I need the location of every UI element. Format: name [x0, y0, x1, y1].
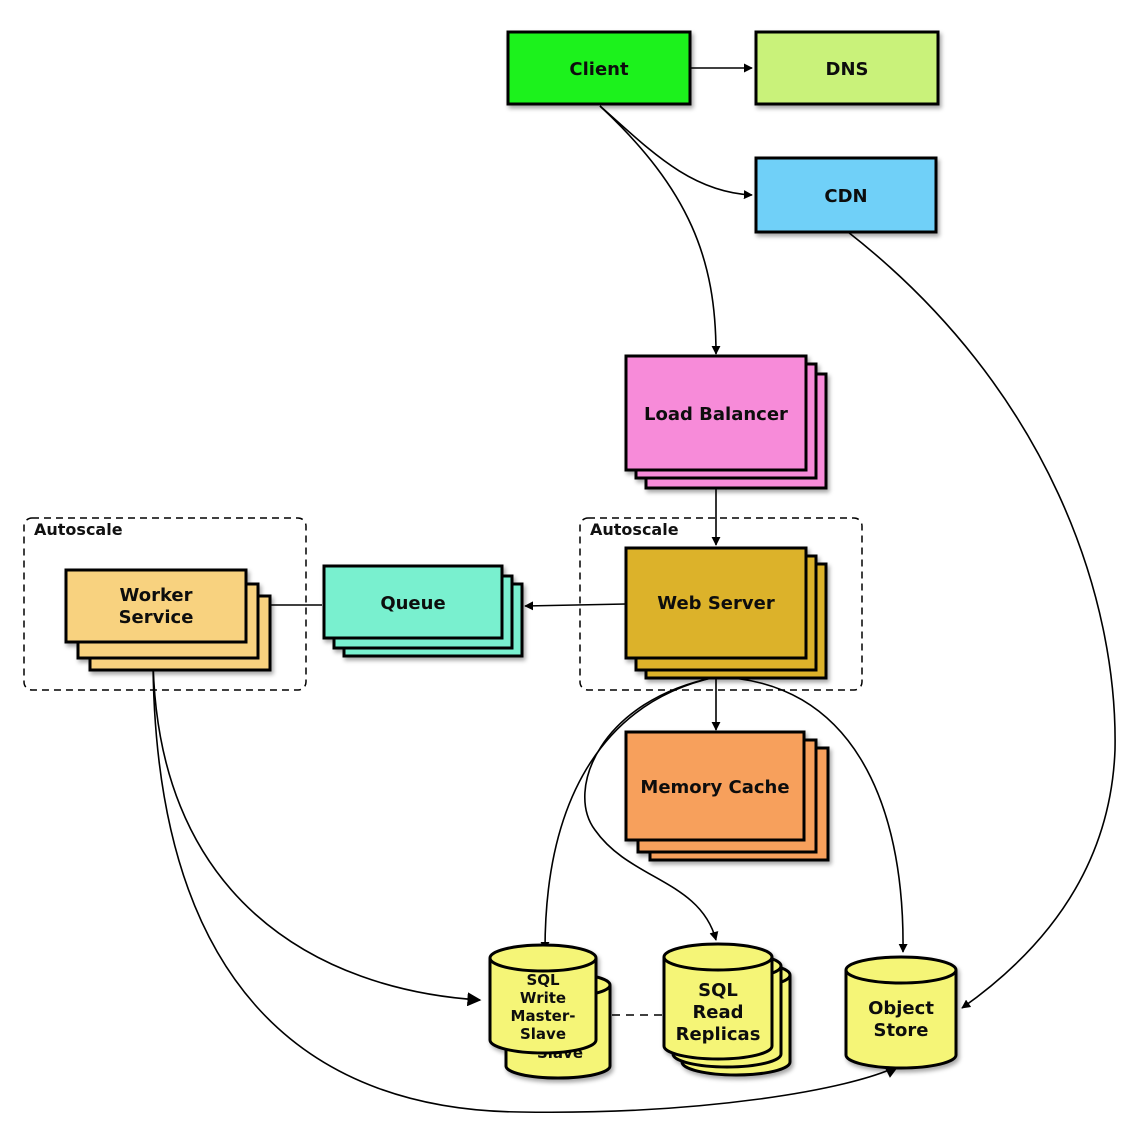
queue-node: Queue: [322, 564, 524, 658]
edge-web-server-sql-write: [540, 676, 717, 951]
queue-label: Queue: [380, 593, 445, 614]
sql-read-label-1: SQL: [698, 980, 738, 1001]
client-label: Client: [569, 59, 629, 80]
memory-cache-node: Memory Cache: [624, 730, 830, 862]
edge-worker-sql-write: [152, 643, 482, 1007]
worker-service-label-2: Service: [119, 607, 194, 628]
load-balancer-label: Load Balancer: [644, 404, 788, 425]
object-store-label-2: Store: [873, 1020, 928, 1041]
cdn-node: CDN: [754, 156, 938, 234]
sql-write-node: Slave SQL Write Master- Slave: [488, 943, 612, 1080]
autoscale-label-left: Autoscale: [34, 520, 123, 539]
web-server-label: Web Server: [657, 593, 775, 614]
dns-label: DNS: [826, 59, 869, 80]
web-server-node: Web Server: [624, 546, 828, 680]
worker-service-node: Worker Service: [64, 568, 272, 672]
edge-client-cdn: [599, 105, 753, 200]
load-balancer-node: Load Balancer: [624, 354, 828, 490]
sql-read-node: SQL Read Replicas: [662, 942, 792, 1077]
autoscale-label-right: Autoscale: [590, 520, 679, 539]
worker-service-label-1: Worker: [119, 585, 192, 606]
sql-write-label-3: Master-: [511, 1007, 576, 1025]
sql-read-label-2: Read: [692, 1002, 743, 1023]
sql-write-label-2: Write: [520, 989, 566, 1007]
edge-worker-object-store: [152, 643, 900, 1114]
autoscale-group-right: [579, 517, 863, 691]
dns-node: DNS: [754, 30, 940, 106]
sql-read-label-3: Replicas: [676, 1024, 761, 1045]
edge-cdn-object-store: [847, 231, 1116, 1009]
object-store-node: Object Store: [844, 955, 958, 1070]
sql-write-label-4: Slave: [520, 1025, 566, 1043]
edge-client-load-balancer: [599, 105, 721, 355]
client-node: Client: [506, 30, 692, 106]
edge-web-server-object-store: [715, 676, 908, 953]
edge-web-server-sql-read: [584, 676, 719, 941]
autoscale-group-left: [23, 517, 307, 691]
object-store-label-1: Object: [868, 998, 934, 1019]
sql-write-label-1: SQL: [526, 971, 560, 989]
memory-cache-label: Memory Cache: [640, 777, 789, 798]
cdn-label: CDN: [824, 186, 867, 207]
edge-web-server-queue: [524, 601, 627, 611]
